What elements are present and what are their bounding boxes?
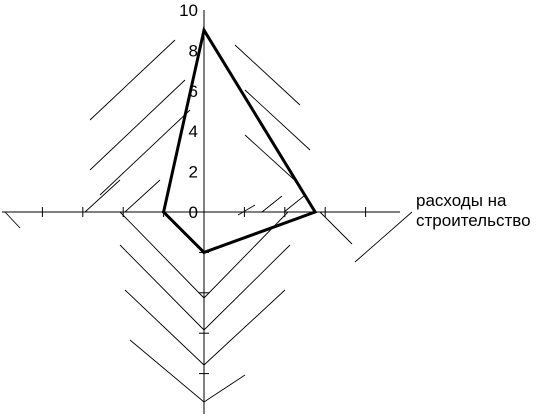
grid-line	[89, 79, 186, 171]
grid-line	[237, 204, 256, 216]
grid-line	[203, 374, 246, 403]
data-point	[162, 210, 166, 214]
series-polygon	[161, 26, 318, 255]
grid-line	[319, 211, 353, 245]
grid-line	[129, 339, 205, 403]
grid-line	[124, 289, 205, 366]
axis-label-line-1: расходы на	[416, 191, 507, 210]
data-point	[202, 250, 206, 254]
series	[161, 26, 318, 255]
tick-label: 8	[189, 41, 198, 60]
tick-label: 10	[179, 1, 198, 20]
grid-line	[99, 109, 191, 196]
grid-line	[354, 211, 413, 263]
grid-line	[261, 195, 283, 213]
grid-line	[119, 211, 205, 299]
grid-line	[4, 211, 21, 229]
grid-line	[244, 134, 301, 186]
grid-line	[283, 195, 305, 213]
tick-labels: 0 2 4 6 8 10	[179, 1, 198, 222]
grid-line	[203, 289, 286, 366]
tick-label: 0	[189, 203, 198, 222]
axis-ticks	[41, 207, 367, 375]
tick-label: 6	[189, 82, 198, 101]
grid-line	[234, 44, 301, 106]
grid-line	[89, 39, 176, 121]
tick-label: 4	[189, 122, 198, 141]
data-point	[202, 28, 206, 32]
grid-line	[119, 244, 205, 331]
grid-line	[244, 89, 311, 151]
data-point	[313, 210, 317, 214]
axes	[2, 10, 400, 414]
grid-line	[203, 244, 291, 331]
grid-line	[124, 179, 161, 213]
grid-lines	[4, 39, 413, 403]
axis-label-line-2: строительство	[416, 211, 531, 230]
grid-line	[84, 179, 121, 213]
tick-label: 2	[189, 163, 198, 182]
